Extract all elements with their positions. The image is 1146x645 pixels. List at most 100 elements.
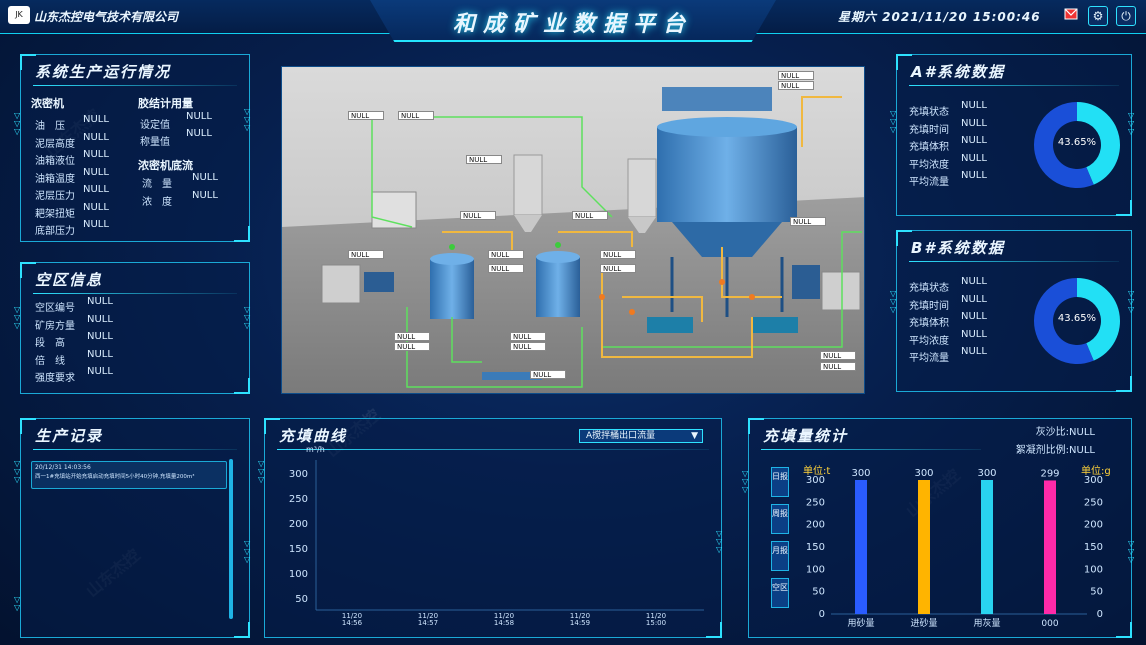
bar-value-label: 299: [1040, 468, 1059, 479]
tab-daily[interactable]: 日报: [771, 467, 789, 497]
sensor-value-tag: NULL: [778, 71, 814, 80]
records-scrollbar[interactable]: [229, 459, 233, 619]
sensor-value-tag: NULL: [460, 211, 496, 220]
category-label: 000: [1041, 619, 1058, 629]
field-label: 泥层压力: [35, 191, 75, 202]
cement-title: 胶结计用量: [138, 97, 193, 110]
field-value: NULL: [87, 331, 113, 342]
field-label: 平均流量: [909, 177, 949, 188]
company-name: 山东杰控电气技术有限公司: [34, 10, 179, 24]
y-tick-label: 250: [806, 497, 825, 508]
underflow-value: NULL: [192, 190, 218, 201]
panel-title: B#系统数据: [911, 239, 1005, 257]
field-label: 油箱温度: [35, 173, 75, 185]
bar-value-label: 300: [914, 468, 933, 479]
field-label: 泥层高度: [35, 138, 75, 150]
power-icon[interactable]: ⏻: [1116, 6, 1136, 26]
field-value: NULL: [961, 117, 987, 129]
stats-panel: 充填量统计 灰沙比:NULL 絮凝剂比例:NULL: [748, 418, 1132, 638]
flocculant-ratio: 絮凝剂比例:NULL: [1015, 445, 1095, 456]
y-tick-label-right: 300: [1084, 475, 1103, 486]
sensor-value-tag: NULL: [600, 250, 636, 259]
chevron-decoration-icon: ▽▽▽: [1128, 111, 1135, 136]
y-tick-label-right: 0: [1097, 609, 1103, 620]
panel-title: 空区信息: [35, 271, 104, 289]
gear-icon[interactable]: ⚙: [1088, 6, 1108, 26]
sensor-value-tag: NULL: [488, 250, 524, 259]
field-value: NULL: [87, 348, 113, 360]
curve-panel: 充填曲线: [264, 418, 722, 638]
tab-zone[interactable]: 空区: [771, 578, 789, 608]
title-underline: [761, 449, 981, 450]
title-underline: [909, 261, 1119, 262]
cement-label: 称量值: [140, 137, 170, 148]
chevron-down-icon: ▼: [691, 431, 698, 441]
x-tick-label: 15:00: [646, 619, 666, 627]
title-plate: [370, 0, 776, 42]
company-logo: JK: [8, 6, 30, 24]
chevron-decoration-icon: ▽▽▽: [1128, 539, 1135, 564]
field-value: NULL: [961, 100, 987, 111]
field-label: 充填体积: [909, 142, 949, 153]
title-underline: [277, 449, 709, 450]
y-tick-label-right: 100: [1084, 564, 1103, 575]
y-tick-label: 200: [806, 520, 825, 531]
field-label: 油箱液位: [35, 156, 75, 167]
x-tick-label: 14:56: [342, 619, 363, 627]
y-tick-label: 50: [812, 587, 825, 598]
x-tick-label: 11/20: [646, 612, 666, 620]
chevron-decoration-icon: ▽▽▽: [716, 529, 723, 554]
record-entry[interactable]: 20/12/31 14:03:56 西一1#充填站开始充填启动充填时间5小时40…: [31, 461, 227, 489]
sensor-value-tag: NULL: [348, 111, 384, 120]
y-tick-label-right: 50: [1090, 587, 1103, 598]
tab-weekly[interactable]: 周报: [771, 504, 789, 534]
field-value: NULL: [961, 276, 987, 287]
sensor-value-tag: NULL: [398, 111, 434, 120]
donut-slice-filled: [1077, 102, 1120, 185]
x-tick-label: 11/20: [570, 612, 590, 620]
tab-monthly[interactable]: 月报: [771, 541, 789, 571]
underflow-label: 浓 度: [142, 197, 172, 208]
field-label: 充填体积: [909, 318, 949, 329]
panel-title: 生产记录: [35, 427, 104, 445]
field-value: NULL: [83, 201, 109, 213]
mail-icon[interactable]: [1061, 6, 1081, 26]
field-label: 充填时间: [909, 300, 949, 312]
field-value: NULL: [87, 313, 113, 325]
bar: [1044, 480, 1056, 614]
chevron-decoration-icon: ▽▽▽: [244, 305, 251, 330]
field-label: 充填状态: [909, 283, 949, 294]
field-value: NULL: [961, 346, 987, 357]
chevron-decoration-icon: ▽▽▽: [244, 107, 251, 132]
bar-value-label: 300: [977, 468, 996, 479]
cement-value: NULL: [186, 111, 212, 122]
field-value: NULL: [83, 219, 109, 230]
chevron-decoration-icon: ▽▽▽: [14, 305, 21, 330]
cement-value: NULL: [186, 128, 212, 139]
field-label: 平均浓度: [909, 335, 949, 347]
title-underline: [33, 85, 237, 86]
left-unit-label: 单位:t: [803, 464, 830, 477]
chevron-decoration-icon: ▽▽▽: [890, 289, 897, 314]
field-value: NULL: [961, 135, 987, 146]
y-tick-label: 250: [289, 494, 308, 505]
field-value: NULL: [83, 166, 109, 178]
field-label: 耙架扭矩: [35, 208, 75, 220]
category-label: 用砂量: [847, 617, 874, 629]
field-value: NULL: [961, 328, 987, 340]
panel-title: 充填曲线: [279, 427, 348, 445]
x-tick-label: 14:57: [418, 619, 438, 627]
y-tick-label-right: 200: [1084, 520, 1103, 531]
page-title: 和成矿业数据平台: [452, 12, 693, 37]
field-value: NULL: [961, 152, 987, 164]
field-label: 强度要求: [35, 373, 75, 384]
system-b-donut: [1034, 278, 1120, 364]
sensor-value-tag: NULL: [510, 342, 546, 351]
panel-title: 充填量统计: [763, 427, 849, 445]
field-label: 平均浓度: [909, 159, 949, 171]
thickener-title: 浓密机: [31, 97, 64, 110]
curve-series-select[interactable]: A搅拌桶出口流量▼: [579, 429, 703, 443]
y-tick-label: 0: [819, 609, 825, 620]
